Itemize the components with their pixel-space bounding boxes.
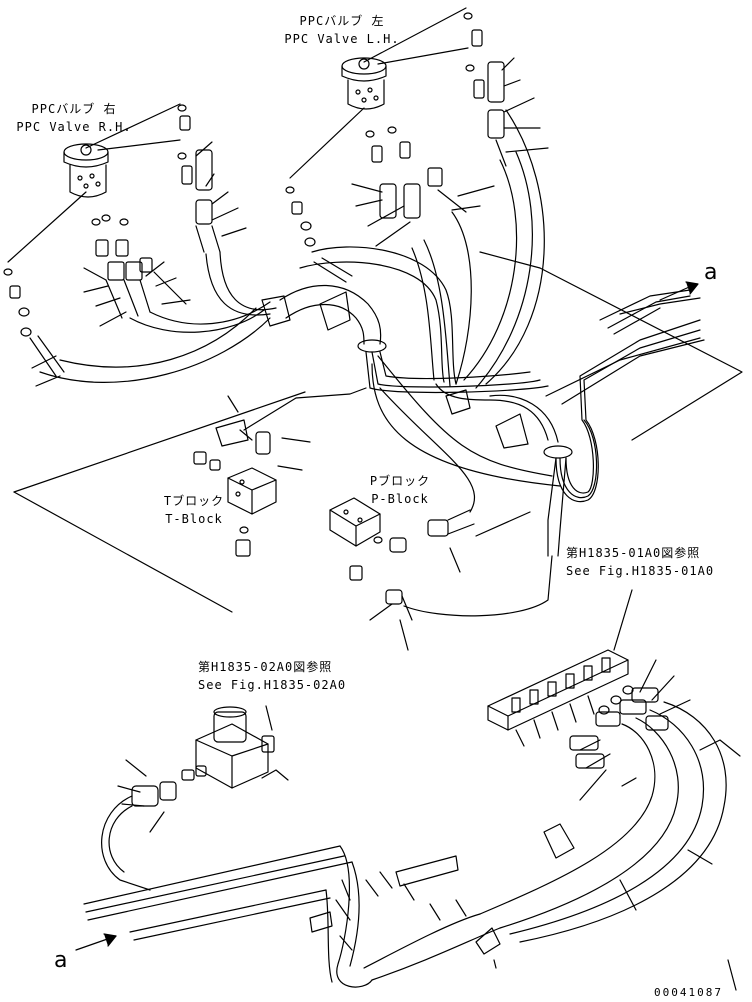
ref-h1835-01a0-jp: 第H1835-01A0図参照 bbox=[566, 546, 701, 560]
lower-hose-run bbox=[83, 701, 741, 988]
ppc-valve-rh bbox=[63, 143, 109, 198]
t-block bbox=[193, 387, 367, 557]
connector-a-label-bottom: a bbox=[54, 948, 68, 973]
floor-plate bbox=[13, 251, 743, 613]
ppc-lh-fittings bbox=[285, 12, 507, 283]
callout-leaders bbox=[31, 57, 737, 991]
drawing-number: 00041087 bbox=[654, 986, 723, 999]
connector-a-arrows bbox=[75, 281, 699, 951]
ppc-rh-fittings bbox=[3, 104, 221, 377]
t-block-label-en: T-Block bbox=[165, 512, 223, 526]
p-block-label-jp: Pブロック bbox=[369, 474, 431, 488]
ppc-valve-rh-label-en: PPC Valve R.H. bbox=[16, 120, 132, 134]
upper-hose-bundle bbox=[39, 109, 705, 557]
lower-solenoid-valve bbox=[131, 705, 289, 807]
p-block-label-en: P-Block bbox=[371, 492, 429, 506]
ref-h1835-02a0-en: See Fig.H1835-02A0 bbox=[198, 678, 347, 692]
ppc-valve-lh-label-en: PPC Valve L.H. bbox=[284, 32, 400, 46]
ppc-lh-leaders bbox=[289, 7, 469, 179]
ppc-rh-leaders bbox=[7, 103, 181, 263]
right-manifold bbox=[487, 649, 669, 769]
p-block bbox=[329, 387, 553, 621]
ppc-valve-lh bbox=[341, 57, 387, 110]
ref-h1835-01a0-en: See Fig.H1835-01A0 bbox=[566, 564, 715, 578]
ppc-valve-lh-label-jp: PPCバルブ 左 bbox=[299, 14, 385, 28]
ref-h1835-02a0-jp: 第H1835-02A0図参照 bbox=[198, 660, 333, 674]
t-block-label-jp: Tブロック bbox=[163, 494, 225, 508]
connector-a-label-top: a bbox=[704, 260, 718, 285]
ppc-valve-rh-label-jp: PPCバルブ 右 bbox=[31, 102, 117, 116]
